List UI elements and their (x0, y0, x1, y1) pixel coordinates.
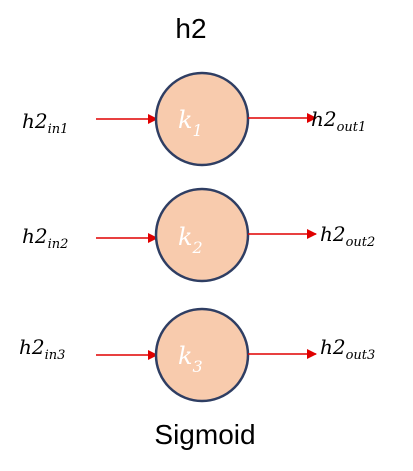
activation-label: Sigmoid (154, 419, 255, 450)
node-1-circle (154, 71, 250, 167)
node-1-label: k1 (178, 106, 203, 140)
node-2-circle (154, 187, 250, 283)
node-3-output-sub: out3 (346, 348, 376, 363)
node-2-label-main: k (178, 223, 193, 251)
node-2-output-sub: out2 (346, 235, 376, 250)
node-1-label-main: k (178, 106, 193, 134)
node-2-input-label: h2in2 (22, 224, 68, 252)
node-3-circle (154, 307, 250, 403)
node-3-output-main: h2 (320, 335, 346, 359)
node-1-input-sub: in1 (48, 122, 69, 137)
node-3-label-sub: 3 (193, 357, 203, 376)
node-2-output-main: h2 (320, 222, 346, 246)
node-3-input-label: h2in3 (19, 335, 65, 363)
node-row-2: h2in2 k2 h2out2 (22, 187, 375, 283)
node-3-output-label: h2out3 (320, 335, 375, 363)
node-3-input-sub: in3 (45, 348, 66, 363)
node-3-label-main: k (178, 342, 193, 370)
layer-title: h2 (175, 13, 206, 44)
node-2-output-label: h2out2 (320, 222, 375, 250)
node-1-output-main: h2 (311, 107, 337, 131)
node-3-label: k3 (178, 342, 203, 376)
node-1-input-label: h2in1 (22, 109, 68, 137)
node-2-label-sub: 2 (192, 238, 203, 257)
node-3-input-main: h2 (19, 335, 45, 359)
node-1-label-sub: 1 (193, 121, 203, 140)
node-2-label: k2 (178, 223, 203, 257)
node-row-1: h2in1 k1 h2out1 (22, 71, 366, 167)
node-2-input-sub: in2 (48, 237, 69, 252)
node-2-input-main: h2 (22, 224, 48, 248)
node-1-input-main: h2 (22, 109, 48, 133)
node-1-output-label: h2out1 (311, 107, 366, 135)
node-1-output-sub: out1 (337, 120, 367, 135)
node-row-3: h2in3 k3 h2out3 (19, 307, 375, 403)
